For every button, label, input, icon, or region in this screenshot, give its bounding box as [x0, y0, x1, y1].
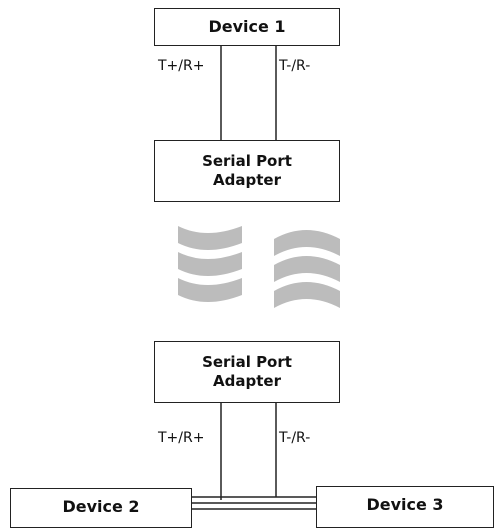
bottom-wire-negative-label: T-/R-: [279, 430, 311, 446]
adapter-top-line1: Serial Port: [202, 152, 292, 171]
top-wire-positive-label: T+/R+: [158, 58, 205, 74]
top-wire-negative-label: T-/R-: [279, 58, 311, 74]
adapter-top-line2: Adapter: [213, 171, 281, 189]
bottom-wire-positive-label: T+/R+: [158, 430, 205, 446]
device-2-label: Device 2: [62, 497, 140, 516]
device-3-label: Device 3: [366, 495, 444, 514]
device-1-box: Device 1: [154, 8, 340, 46]
device-2-box: Device 2: [10, 488, 192, 528]
wireless-waves-icon: [178, 226, 340, 308]
device-1-label: Device 1: [208, 17, 286, 36]
serial-port-adapter-top: Serial Port Adapter: [154, 140, 340, 202]
serial-port-adapter-bottom: Serial Port Adapter: [154, 341, 340, 403]
device-3-box: Device 3: [316, 486, 494, 528]
adapter-bottom-line2: Adapter: [213, 372, 281, 390]
adapter-bottom-line1: Serial Port: [202, 353, 292, 372]
